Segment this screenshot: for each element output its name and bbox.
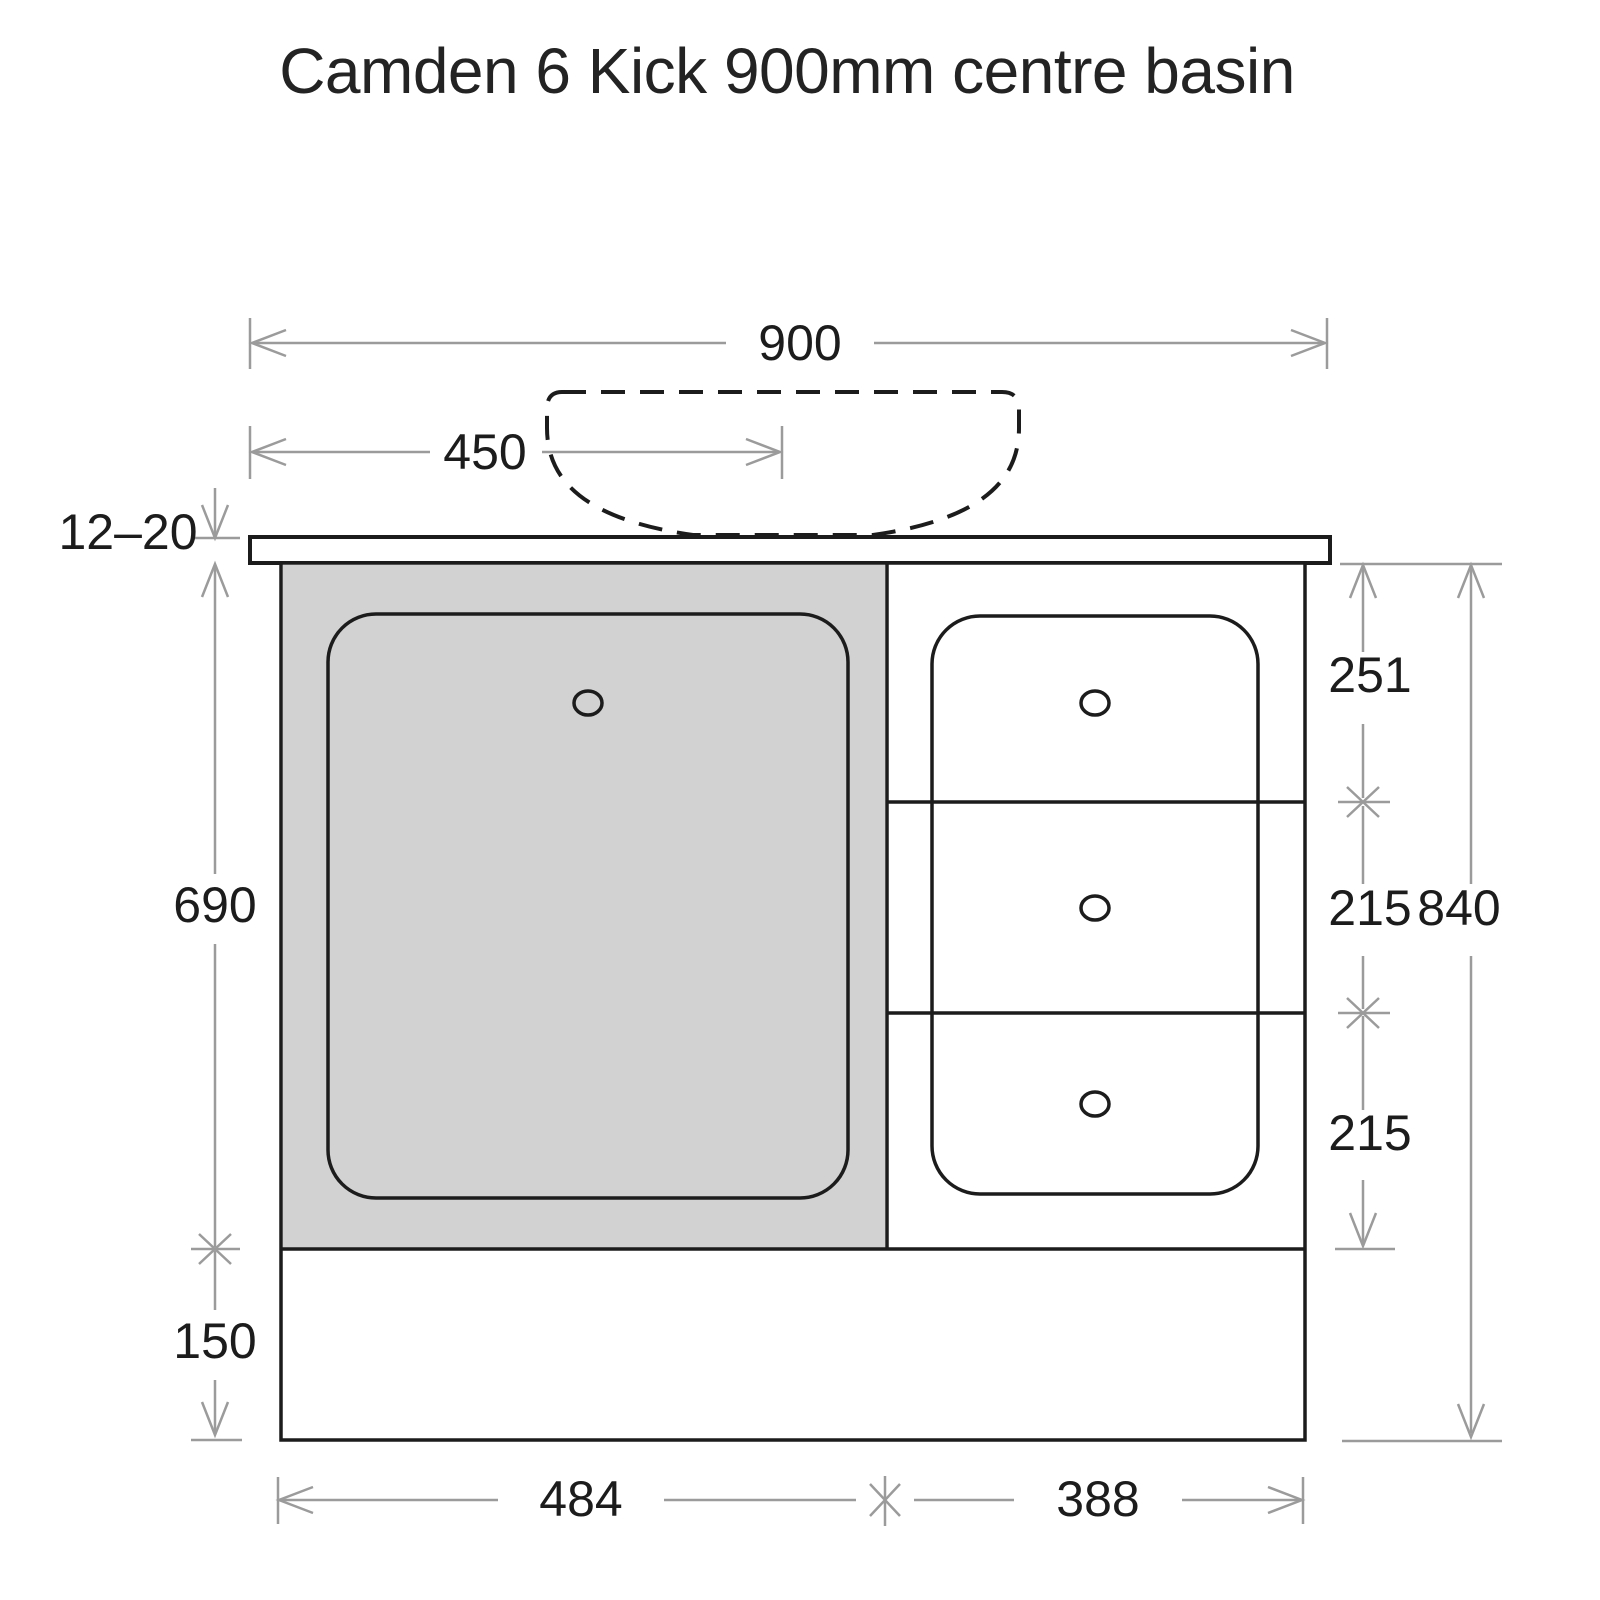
dim-section-widths: 484 388	[275, 1471, 1306, 1527]
dim-label-middle-drawer: 215	[1328, 880, 1411, 936]
dim-label-overall-width: 900	[758, 315, 841, 371]
dim-label-kick-height: 150	[173, 1313, 256, 1369]
dim-basin-centre: 450	[248, 424, 784, 480]
arrow-down-icon	[1456, 1403, 1486, 1441]
dim-total-height: 840	[1342, 561, 1502, 1443]
dim-drawer-heights: 251 215 215	[1328, 561, 1412, 1251]
arrow-left-icon	[275, 1485, 314, 1515]
dim-label-bottom-drawer: 215	[1328, 1105, 1411, 1161]
arrow-down-icon	[1348, 1212, 1378, 1250]
drawer-knob-bottom	[1079, 1090, 1111, 1118]
drawer-front-outline	[930, 614, 1260, 1196]
door-knob	[572, 689, 604, 717]
dim-benchtop-thickness: 12–20	[58, 488, 240, 598]
arrow-up-icon	[1456, 561, 1486, 599]
benchtop	[248, 535, 1332, 565]
drawer-knob-middle	[1079, 894, 1111, 922]
dim-label-top-drawer: 251	[1328, 647, 1411, 703]
arrow-right-icon	[745, 437, 784, 467]
dim-label-basin-centre: 450	[443, 424, 526, 480]
dim-label-drawer-width: 388	[1056, 1471, 1139, 1527]
dim-label-door-width: 484	[539, 1471, 622, 1527]
cabinet-drawing	[248, 390, 1332, 1442]
dim-overall-width: 900	[248, 315, 1329, 371]
drawer-knob-top	[1079, 689, 1111, 717]
arrow-right-icon	[1290, 328, 1329, 358]
dim-kick-height: 150	[173, 1251, 257, 1442]
dim-label-door-height: 690	[173, 877, 256, 933]
arrow-up-icon	[1348, 561, 1378, 599]
arrow-down-icon	[200, 1401, 230, 1439]
drawing-title: Camden 6 Kick 900mm centre basin	[279, 35, 1295, 107]
arrow-up-icon	[200, 560, 230, 598]
dim-label-benchtop-thickness: 12–20	[58, 504, 197, 560]
door-panel	[283, 565, 885, 1248]
dim-label-total-height: 840	[1417, 880, 1500, 936]
door-inset-outline	[326, 612, 850, 1200]
dim-door-height: 690	[173, 566, 257, 1265]
